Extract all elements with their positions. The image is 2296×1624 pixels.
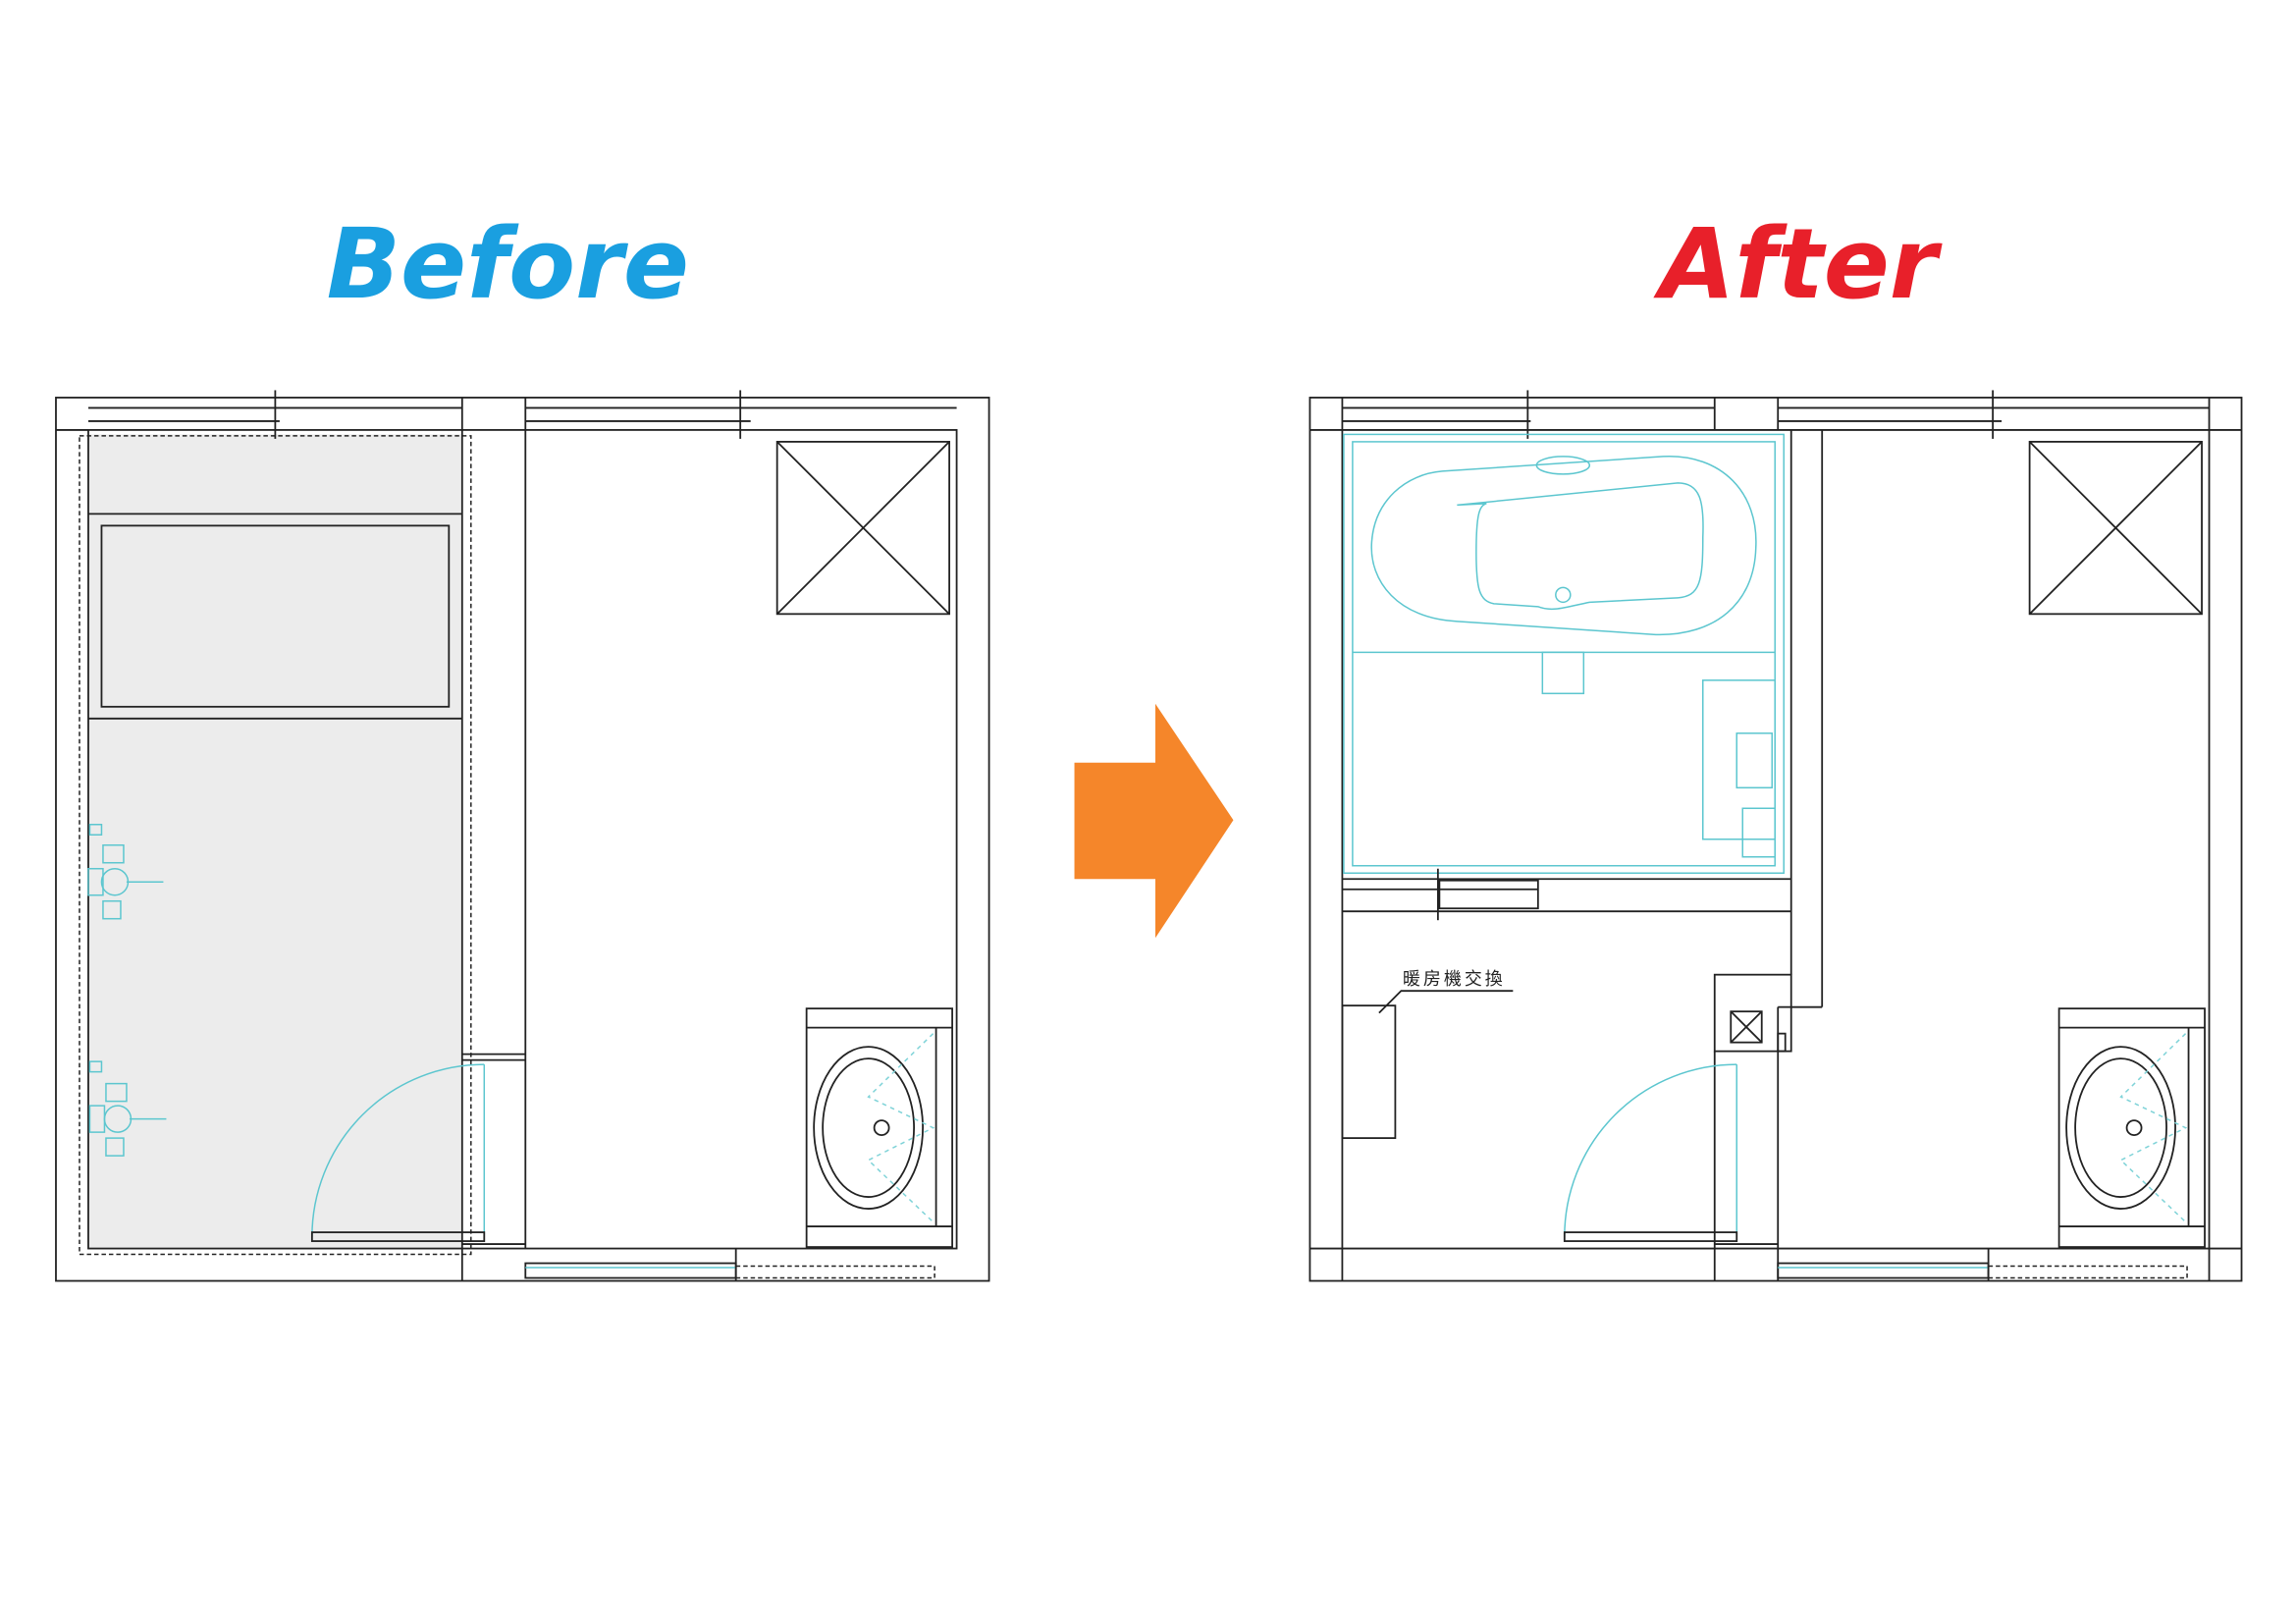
heater-unit [1341,1004,1397,1140]
after-title: After [1653,208,1943,321]
removed-bathroom-area [87,434,462,1249]
heater-replacement-label: 暖房機交換 [1403,969,1506,990]
after-plan: 暖房機交換 [1308,390,2243,1282]
before-plan [55,390,990,1282]
faucet-icon [88,1060,167,1157]
right-arrow-icon [1074,703,1234,939]
faucet-icon [87,823,164,920]
before-title: Before [327,208,689,321]
annotation-leader-line [1378,990,1514,1014]
